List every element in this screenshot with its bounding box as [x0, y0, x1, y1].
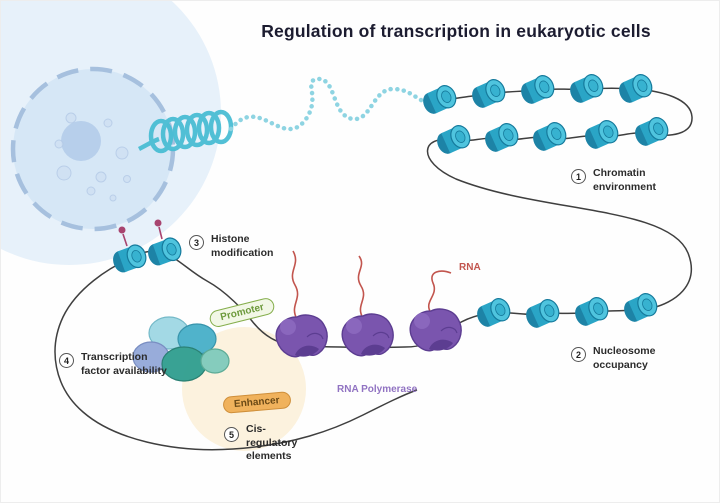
cell — [1, 1, 221, 265]
histone-mark — [118, 226, 126, 234]
label-nucleosome-occupancy: Nucleosome occupancy — [593, 345, 656, 371]
modified-nucleosomes — [109, 219, 185, 276]
chromatin-coil — [137, 109, 234, 154]
badge-cis-regulatory: 5 — [224, 427, 239, 442]
nucleosome-array-bottom — [473, 289, 661, 332]
diagram-title: Regulation of transcription in eukaryoti… — [261, 21, 651, 41]
rna-label: RNA — [459, 262, 481, 273]
nucleolus — [61, 121, 101, 161]
nucleosome-array-top-row1 — [419, 70, 656, 118]
nucleus-speckles — [54, 112, 131, 202]
rna-transcripts — [291, 250, 452, 320]
label-chromatin-environment: Chromatin environment — [593, 167, 657, 193]
nucleosome-array-top-row2 — [433, 113, 672, 158]
transcription-factor-cluster — [132, 316, 230, 382]
histone-mark — [154, 219, 162, 227]
badge-transcription-factor: 4 — [59, 353, 74, 368]
rna-polymerases — [275, 308, 462, 358]
label-transcription-factor: Transcription factor availability — [81, 351, 167, 377]
beaded-fiber — [228, 76, 434, 132]
histone-mark-stems — [122, 226, 163, 247]
label-cis-regulatory: Cis- regulatory elements — [246, 423, 298, 463]
badge-nucleosome-occupancy: 2 — [571, 347, 586, 362]
badge-histone-modification: 3 — [189, 235, 204, 250]
label-histone-modification: Histone modification — [211, 233, 274, 259]
badge-chromatin-environment: 1 — [571, 169, 586, 184]
rna-polymerase-label: RNA Polymerase — [337, 384, 418, 395]
